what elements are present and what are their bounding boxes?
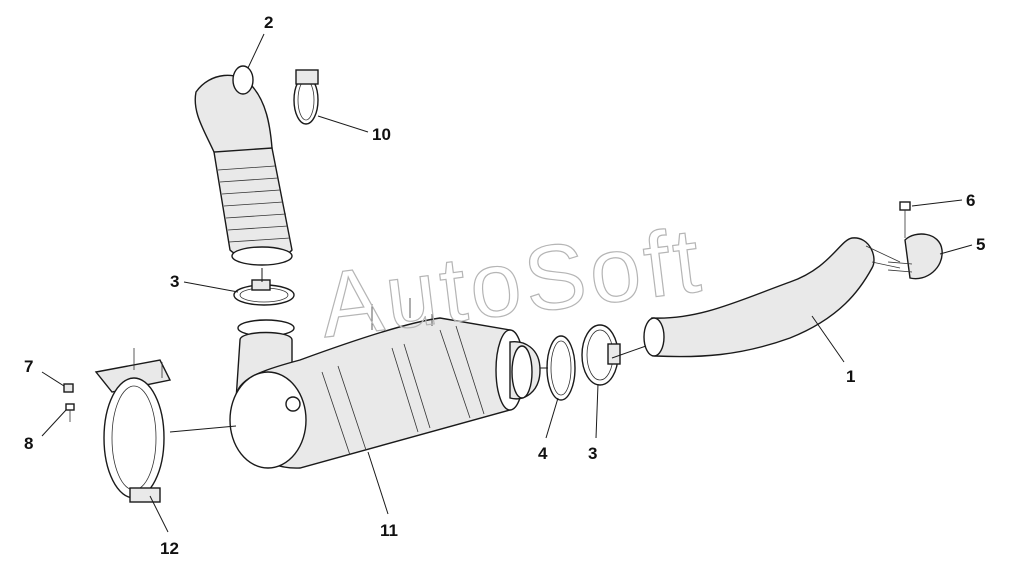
callout-3-lower: 3 xyxy=(588,444,597,463)
leader-3b xyxy=(595,383,599,439)
callout-3-upper: 3 xyxy=(170,272,179,291)
leader-5 xyxy=(939,244,973,255)
callout-5: 5 xyxy=(976,235,985,254)
callout-4: 4 xyxy=(538,444,548,463)
assembly-axis-line xyxy=(169,268,647,433)
leader-6 xyxy=(911,199,963,207)
leader-10 xyxy=(317,115,369,133)
leader-1 xyxy=(811,315,845,363)
part-12-bracket xyxy=(94,348,172,503)
part-10-hose-clamp xyxy=(293,69,319,125)
callout-7: 7 xyxy=(24,357,33,376)
part-3-upper-clamp xyxy=(233,279,295,337)
leader-12 xyxy=(149,495,169,533)
leader-8 xyxy=(41,409,67,437)
part-7-nut xyxy=(63,383,74,393)
part-3-lower-clamp xyxy=(581,324,621,386)
callout-8: 8 xyxy=(24,434,33,453)
part-11-dpf-body xyxy=(229,298,541,469)
part-2-flex-hose xyxy=(194,65,293,266)
leader-7 xyxy=(41,371,65,387)
part-8-bolt xyxy=(65,403,75,422)
part-1-tail-pipe xyxy=(643,237,901,358)
leader-2 xyxy=(247,33,265,69)
callout-1: 1 xyxy=(846,367,855,386)
callout-labels: 1 2 3 3 4 5 6 7 8 10 11 12 xyxy=(24,13,985,558)
leader-4 xyxy=(545,397,559,439)
part-4-gasket xyxy=(546,335,576,401)
callout-10: 10 xyxy=(372,125,391,144)
leader-lines xyxy=(41,33,973,533)
part-5-pipe-support xyxy=(887,233,943,280)
callout-2: 2 xyxy=(264,13,273,32)
callout-6: 6 xyxy=(966,191,975,210)
callout-11: 11 xyxy=(380,521,398,540)
part-6-bolt xyxy=(899,201,911,238)
callout-12: 12 xyxy=(160,539,179,558)
leader-11 xyxy=(367,451,389,515)
leader-3a xyxy=(183,281,239,293)
